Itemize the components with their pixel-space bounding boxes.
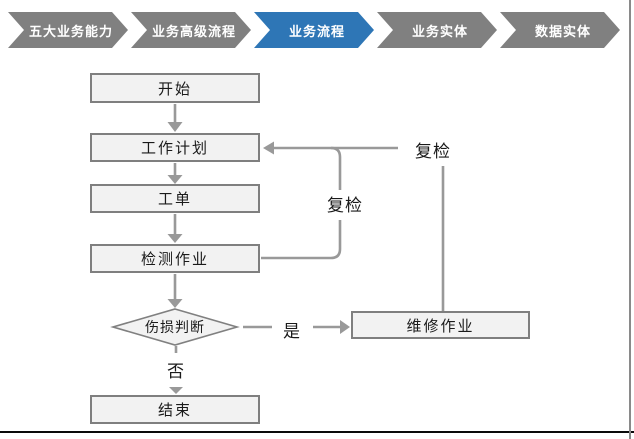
breadcrumb-step-data-entity[interactable]: 数据实体 — [500, 12, 620, 48]
breadcrumb-step-high-level-process[interactable]: 业务高级流程 — [131, 12, 251, 48]
flow-node-damage-decision: 伤损判断 — [145, 319, 205, 335]
frame-right-border — [629, 0, 631, 439]
flow-node-work-plan: 工作计划 — [90, 133, 260, 162]
frame-bottom-border — [0, 431, 634, 433]
breadcrumb-step-business-entity[interactable]: 业务实体 — [377, 12, 497, 48]
flow-node-inspection: 检测作业 — [90, 244, 260, 273]
breadcrumb-step-five-capabilities[interactable]: 五大业务能力 — [8, 12, 128, 48]
edge-label-recheck-outer: 复检 — [415, 142, 451, 161]
edge-label-yes: 是 — [283, 322, 301, 341]
flow-node-end: 结束 — [90, 395, 260, 424]
edge-label-no: 否 — [167, 362, 185, 381]
flow-node-repair: 维修作业 — [351, 311, 530, 339]
breadcrumb: 五大业务能力 业务高级流程 业务流程 业务实体 数据实体 — [8, 12, 620, 48]
breadcrumb-step-business-process[interactable]: 业务流程 — [254, 12, 374, 48]
edge-label-recheck-inner: 复检 — [321, 191, 369, 216]
flow-node-start: 开始 — [90, 73, 260, 103]
flow-node-work-order: 工单 — [90, 184, 260, 213]
